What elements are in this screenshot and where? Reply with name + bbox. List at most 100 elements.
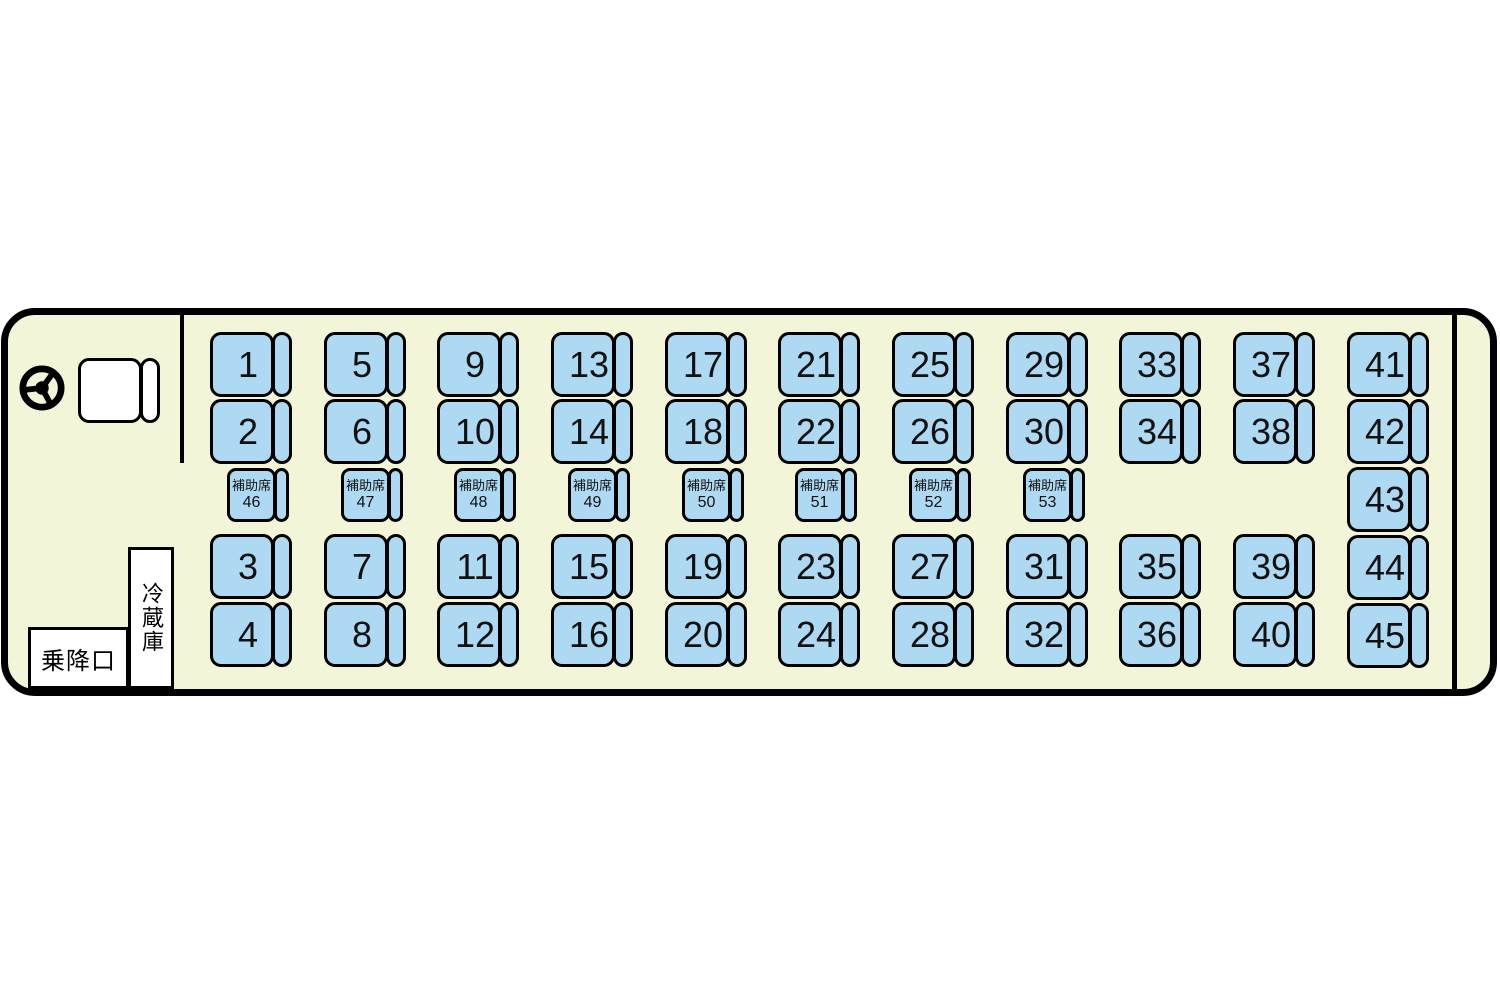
seat-21[interactable]: 21	[778, 332, 862, 397]
seat-number: 1	[237, 343, 259, 385]
seat-cushion: 21	[778, 332, 842, 397]
seat-number: 9	[464, 343, 486, 385]
driver-seat-cushion	[78, 358, 142, 423]
seat-5[interactable]: 5	[324, 332, 408, 397]
seat-number: 25	[909, 343, 951, 385]
seat-number: 52	[924, 494, 943, 512]
seat-cushion: 12	[437, 602, 501, 667]
seat-33[interactable]: 33	[1119, 332, 1203, 397]
seat-number: 32	[1023, 613, 1065, 655]
seat-34[interactable]: 34	[1119, 399, 1203, 464]
seat-25[interactable]: 25	[892, 332, 976, 397]
seat-number: 24	[795, 613, 837, 655]
seat-number: 47	[356, 494, 375, 512]
seat-30[interactable]: 30	[1006, 399, 1090, 464]
seat-13[interactable]: 13	[551, 332, 635, 397]
seat-42[interactable]: 42	[1347, 399, 1431, 464]
seat-number: 16	[568, 613, 610, 655]
seat-22[interactable]: 22	[778, 399, 862, 464]
seat-backrest	[1295, 534, 1315, 599]
seat-number: 23	[795, 545, 837, 587]
seat-backrest	[613, 332, 633, 397]
seat-43[interactable]: 43	[1347, 467, 1431, 532]
seat-36[interactable]: 36	[1119, 602, 1203, 667]
aux-seat-label: 補助席	[913, 477, 953, 493]
seat-backrest	[727, 534, 747, 599]
driver-seat-backrest	[140, 358, 160, 423]
seat-backrest	[1409, 399, 1429, 464]
seat-15[interactable]: 15	[551, 534, 635, 599]
seat-number: 31	[1023, 545, 1065, 587]
rear-wall-divider	[1452, 315, 1457, 689]
seat-number: 30	[1023, 410, 1065, 452]
seat-4[interactable]: 4	[210, 602, 294, 667]
seat-cushion: 22	[778, 399, 842, 464]
seat-cushion: 30	[1006, 399, 1070, 464]
seat-45[interactable]: 45	[1347, 603, 1431, 668]
seat-26[interactable]: 26	[892, 399, 976, 464]
seat-6[interactable]: 6	[324, 399, 408, 464]
seat-cushion: 5	[324, 332, 388, 397]
seat-number: 4	[237, 613, 259, 655]
seat-17[interactable]: 17	[665, 332, 749, 397]
seat-12[interactable]: 12	[437, 602, 521, 667]
seat-cushion: 1	[210, 332, 274, 397]
seat-number: 28	[909, 613, 951, 655]
seat-backrest	[386, 534, 406, 599]
seat-38[interactable]: 38	[1233, 399, 1317, 464]
seat-11[interactable]: 11	[437, 534, 521, 599]
seat-14[interactable]: 14	[551, 399, 635, 464]
seat-24[interactable]: 24	[778, 602, 862, 667]
seat-number: 33	[1136, 343, 1178, 385]
seat-19[interactable]: 19	[665, 534, 749, 599]
aux-seat-label: 補助席	[572, 477, 612, 493]
seat-16[interactable]: 16	[551, 602, 635, 667]
seat-backrest	[613, 602, 633, 667]
seat-39[interactable]: 39	[1233, 534, 1317, 599]
seat-35[interactable]: 35	[1119, 534, 1203, 599]
seat-cushion: 28	[892, 602, 956, 667]
seat-2[interactable]: 2	[210, 399, 294, 464]
seat-cushion: 36	[1119, 602, 1183, 667]
seat-20[interactable]: 20	[665, 602, 749, 667]
seat-31[interactable]: 31	[1006, 534, 1090, 599]
seat-number: 6	[351, 410, 373, 452]
seat-cushion: 13	[551, 332, 615, 397]
seat-1[interactable]: 1	[210, 332, 294, 397]
seat-29[interactable]: 29	[1006, 332, 1090, 397]
seat-41[interactable]: 41	[1347, 332, 1431, 397]
seat-37[interactable]: 37	[1233, 332, 1317, 397]
seat-backrest	[1068, 602, 1088, 667]
seat-cushion: 38	[1233, 399, 1297, 464]
seat-40[interactable]: 40	[1233, 602, 1317, 667]
seat-18[interactable]: 18	[665, 399, 749, 464]
refrigerator: 冷蔵庫	[128, 547, 174, 689]
seat-27[interactable]: 27	[892, 534, 976, 599]
seat-backrest	[1070, 468, 1085, 522]
seat-23[interactable]: 23	[778, 534, 862, 599]
seat-number: 42	[1364, 410, 1406, 452]
seat-28[interactable]: 28	[892, 602, 976, 667]
seat-44[interactable]: 44	[1347, 535, 1431, 600]
seat-3[interactable]: 3	[210, 534, 294, 599]
seat-backrest	[840, 602, 860, 667]
seat-cushion: 25	[892, 332, 956, 397]
seat-10[interactable]: 10	[437, 399, 521, 464]
seat-cushion: 3	[210, 534, 274, 599]
seat-32[interactable]: 32	[1006, 602, 1090, 667]
seat-backrest	[840, 332, 860, 397]
seat-8[interactable]: 8	[324, 602, 408, 667]
seat-7[interactable]: 7	[324, 534, 408, 599]
seat-number: 15	[568, 545, 610, 587]
seat-9[interactable]: 9	[437, 332, 521, 397]
seat-cushion: 4	[210, 602, 274, 667]
